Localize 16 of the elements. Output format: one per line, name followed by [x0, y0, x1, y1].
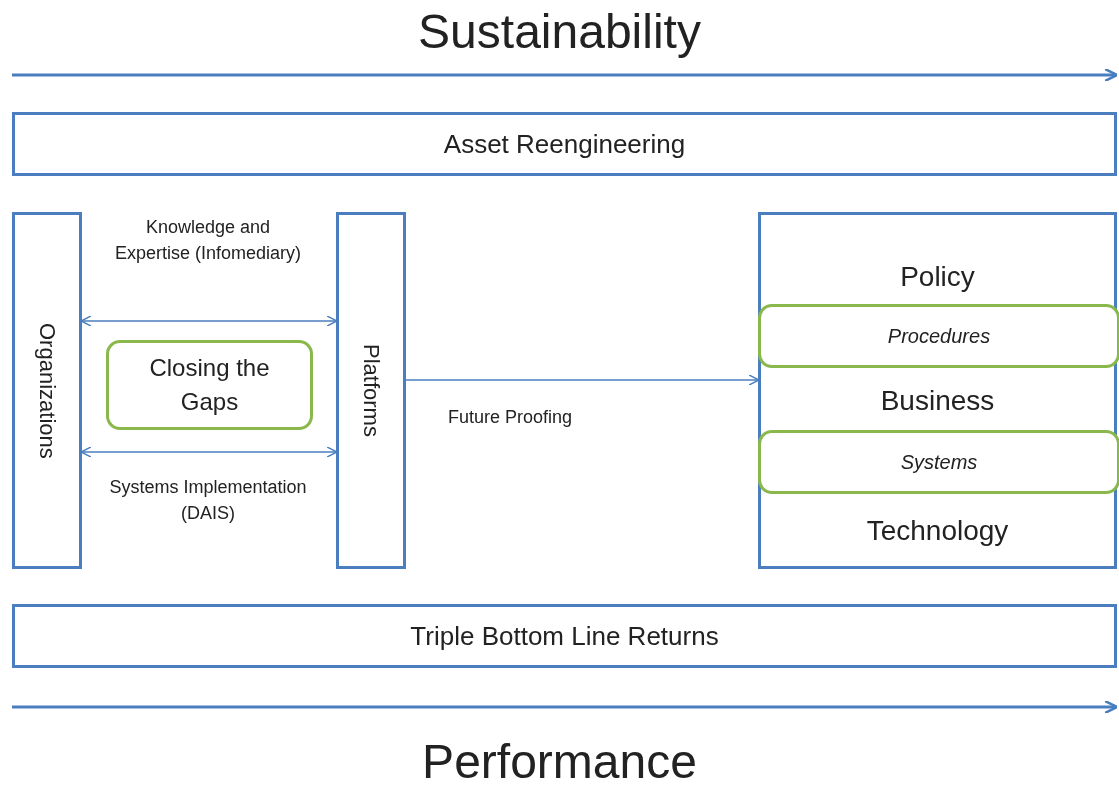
- rounded-box: Procedures: [758, 304, 1119, 368]
- arrow: [80, 315, 338, 327]
- row-label: Policy: [899, 261, 976, 293]
- rounded-box: Closing the Gaps: [106, 340, 313, 430]
- column-box: Organizations: [12, 212, 82, 569]
- rounded-box: Systems: [758, 430, 1119, 494]
- band-box: Triple Bottom Line Returns: [12, 604, 1117, 668]
- column-box: Platforms: [336, 212, 406, 569]
- arrow: [405, 374, 760, 386]
- row-label: Business: [879, 385, 996, 417]
- title: Sustainability: [417, 4, 702, 59]
- band-box: Asset Reengineering: [12, 112, 1117, 176]
- stack-box: [758, 212, 1117, 569]
- row-label: Technology: [865, 515, 1010, 547]
- caption: Performance: [421, 734, 698, 788]
- arrow: [80, 446, 338, 458]
